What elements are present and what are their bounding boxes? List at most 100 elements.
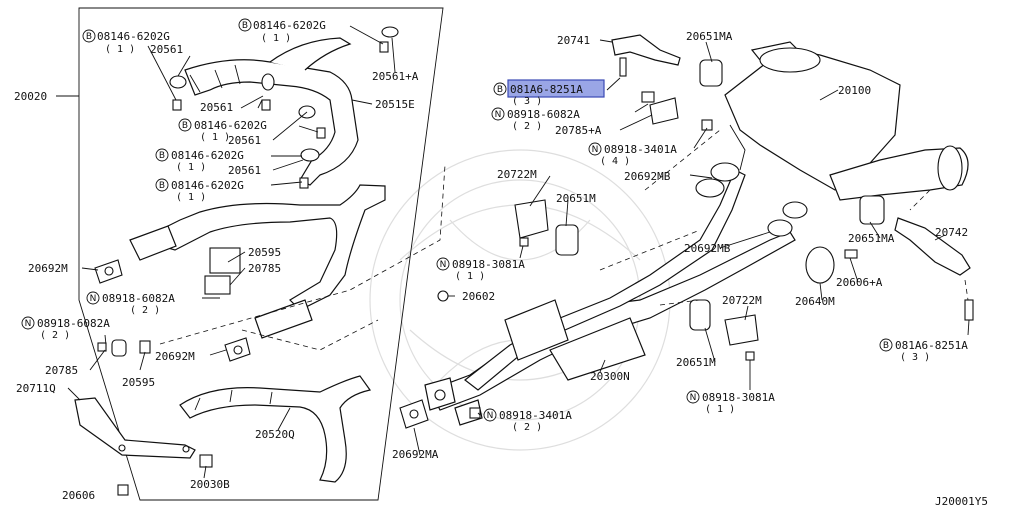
qty-08918-3401a-a: ( 4 ) [600,156,630,167]
label-20692m-a: 20692M [28,262,68,275]
callout-08146-d: B 08146-6202G ( 1 ) [155,148,244,173]
label-08146-c: 08146-6202G [194,119,267,132]
front-y-pipe-upper [184,37,359,186]
mounting-strap [74,397,213,496]
label-08918-3081a-a: 08918-3081A [452,258,525,271]
label-08146-d: 08146-6202G [171,149,244,162]
gasket-icons [94,259,449,362]
label-20606-plus-a: 20606+A [836,276,883,289]
label-20692mb-a: 20692MB [624,170,671,183]
label-20651ma-b: 20651MA [848,232,895,245]
qty-08918-6082a-b: ( 2 ) [40,330,70,341]
callout-08918-3081a-a: N 08918-3081A ( 1 ) [436,257,525,282]
bolt-symbol: B [159,151,165,161]
callout-081a6-highlighted[interactable]: B 081A6-8251A ( 3 ) [493,79,605,107]
label-20561-c: 20561 [228,134,261,147]
label-08918-6082a-a: 08918-6082A [102,292,175,305]
label-20722m-a: 20722M [497,168,537,181]
label-20595-b: 20595 [122,376,155,389]
label-20515e: 20515E [375,98,415,111]
label-08918-6082a-c: 08918-6082A [507,108,580,121]
qty-08918-3081a-b: ( 1 ) [705,404,735,415]
hangers [469,199,759,419]
qty-08918-3081a-a: ( 1 ) [455,271,485,282]
bolt-icons-front [172,41,389,189]
label-20640m: 20640M [795,295,835,308]
label-20561-a: 20561 [150,43,183,56]
label-20561-plus-a: 20561+A [372,70,419,83]
label-20692mb-b: 20692MB [684,242,731,255]
label-20785-b: 20785 [45,364,78,377]
label-20711q: 20711Q [16,382,56,395]
callout-08918-3401a-a: N 08918-3401A ( 4 ) [588,142,677,167]
highlight-box [507,79,605,98]
label-20651ma-a: 20651MA [686,30,733,43]
qty-08146-c: ( 1 ) [200,132,230,143]
qty-08918-6082a-a: ( 2 ) [130,305,160,316]
qty-081a6-b: ( 3 ) [900,352,930,363]
callout-08918-3401a-b: N 08918-3401A ( 2 ) [483,408,572,433]
diagram-id: J20001Y5 [935,495,988,508]
label-20651m-a: 20651M [556,192,596,205]
label-08918-3401a-b: 08918-3401A [499,409,572,422]
label-20300n: 20300N [590,370,630,383]
qty-08146-e: ( 1 ) [176,192,206,203]
label-20520q: 20520Q [255,428,295,441]
label-20561-d: 20561 [228,164,261,177]
callout-08146-e: B 08146-6202G ( 1 ) [155,178,244,203]
qty-08918-3401a-b: ( 2 ) [512,422,542,433]
label-20561-b: 20561 [200,101,233,114]
label-08146-a: 08146-6202G [97,30,170,43]
label-081a6-b: 081A6-8251A [895,339,968,352]
muffler-brackets [611,34,974,321]
label-08146-b: 08146-6202G [253,19,326,32]
bolt-symbol: B [883,341,889,351]
label-20595-a: 20595 [248,246,281,259]
muffler [724,41,969,201]
nut-symbol: N [495,110,502,120]
qty-08146-b: ( 1 ) [261,33,291,44]
callout-08918-6082a-b: N 08918-6082A ( 2 ) [21,316,110,341]
label-08918-3081a-b: 08918-3081A [702,391,775,404]
front-section-box [78,7,444,501]
bolt-symbol: B [242,21,248,31]
label-20651m-b: 20651M [676,356,716,369]
label-08146-e: 08146-6202G [171,179,244,192]
bolt-symbol: B [497,85,503,95]
label-20020: 20020 [14,90,47,103]
center-pipe [399,169,796,429]
ring-gaskets [695,162,808,237]
label-20692m-b: 20692M [155,350,195,363]
callout-08918-6082a-c: N 08918-6082A ( 2 ) [491,107,580,132]
label-08918-6082a-b: 08918-6082A [37,317,110,330]
label-20742: 20742 [935,226,968,239]
nut-symbol: N [440,260,447,270]
qty-08918-6082a-c: ( 2 ) [512,121,542,132]
callout-08146-b: B 08146-6202G ( 1 ) [238,18,326,44]
label-20100: 20100 [838,84,871,97]
label-20692ma: 20692MA [392,448,439,461]
label-081a6-highlighted[interactable]: 081A6-8251A [510,83,583,96]
label-08918-3401a-a: 08918-3401A [604,143,677,156]
qty-081a6-highlighted: ( 3 ) [512,96,542,107]
qty-08146-a: ( 1 ) [105,44,135,55]
bolt-symbol: B [182,121,188,131]
nut-symbol: N [25,319,32,329]
callout-08146-a: B 08146-6202G ( 1 ) [82,29,170,55]
qty-08146-d: ( 1 ) [176,162,206,173]
label-20606: 20606 [62,489,95,502]
label-20785-a: 20785 [248,262,281,275]
nut-symbol: N [690,393,697,403]
callout-08918-6082a-a: N 08918-6082A ( 2 ) [86,291,175,316]
label-20030b: 20030B [190,478,230,491]
label-20722m-b: 20722M [722,294,762,307]
callout-081a6-b: B 081A6-8251A ( 3 ) [879,338,968,363]
sensor-clamp-left [97,339,151,357]
lower-front-pipe [179,375,372,483]
leader-lines [67,25,970,496]
nut-symbol: N [90,294,97,304]
front-pipe-middle [129,184,386,339]
nut-symbol: N [592,145,599,155]
